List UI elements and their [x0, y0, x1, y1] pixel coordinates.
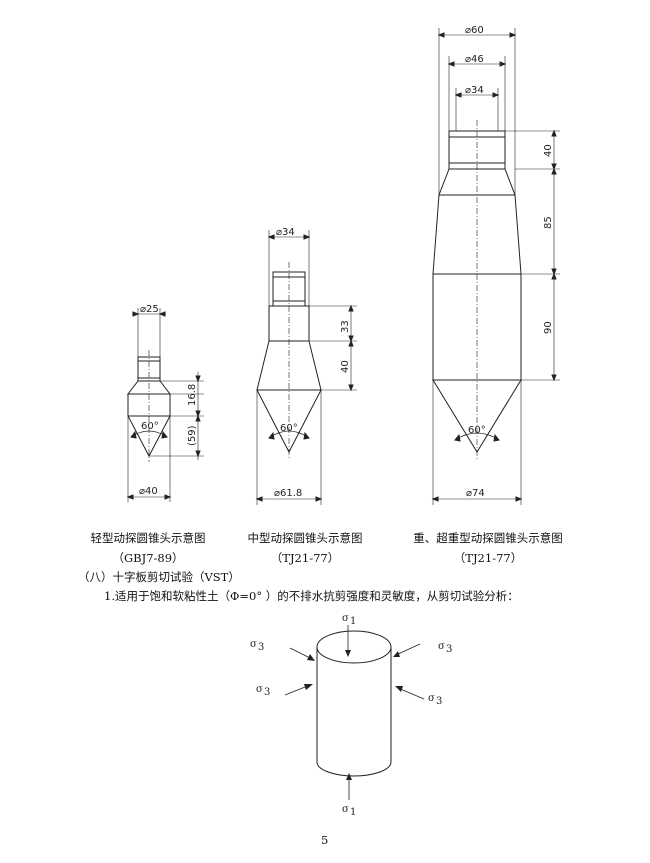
medium-lower-label: 40 [340, 360, 351, 373]
medium-probe-caption: 中型动探圆锥头示意图 [247, 531, 363, 545]
heavy-seg40-label: 40 [543, 144, 554, 157]
heavy-angle-label: 60° [468, 425, 486, 436]
heavy-probe-standard: （TJ21-77） [453, 551, 523, 565]
light-bottom-dia-label: ⌀40 [139, 486, 158, 497]
medium-bottom-dia-label: ⌀61.8 [274, 488, 302, 499]
medium-probe-cone [256, 389, 322, 454]
medium-top-dia-label: ⌀34 [276, 227, 295, 238]
page-number: 5 [321, 833, 329, 847]
sigma1-bottom-symbol: σ [342, 804, 349, 815]
sigma3-upperleft-subscript: 3 [258, 642, 264, 653]
heavy-dia46-label: ⌀46 [465, 54, 484, 65]
sigma1-top-subscript: 1 [350, 616, 356, 627]
medium-upper-label: 33 [340, 320, 351, 333]
light-shoulder-label: 16.8 [187, 384, 198, 406]
heavy-probe-cone [432, 379, 522, 453]
section-heading: （八）十字板剪切试验（VST） [78, 570, 240, 584]
heavy-seg85-label: 85 [543, 216, 554, 229]
light-probe-caption: 轻型动探圆锥头示意图 [90, 531, 206, 545]
sigma3-upperright-subscript: 3 [446, 644, 452, 655]
light-top-dia-label: ⌀25 [140, 304, 159, 315]
heavy-probe-caption: 重、超重型动探圆锥头示意图 [413, 531, 563, 545]
light-cone-label: (59) [187, 425, 198, 446]
sigma3-lowerright-symbol: σ [428, 693, 435, 704]
stress-cylinder-diagram [284, 625, 425, 800]
medium-probe [255, 230, 357, 505]
medium-angle-label: 60° [280, 423, 298, 434]
cylinder-top [316, 630, 392, 664]
heavy-probe [431, 28, 560, 505]
light-angle-label: 60° [141, 421, 159, 432]
sigma1-bottom-subscript: 1 [350, 807, 356, 818]
item-text: 1.适用于饱和软粘性土（Φ=0° ）的不排水抗剪强度和灵敏度，从剪切试验分析： [104, 589, 519, 603]
light-probe-standard: （GBJ7-89） [112, 551, 184, 565]
sigma3-upperleft-symbol: σ [250, 639, 257, 650]
sigma3-upperright-symbol: σ [438, 641, 445, 652]
heavy-dia34-label: ⌀34 [465, 85, 484, 96]
sigma1-top-symbol: σ [342, 613, 349, 624]
sigma3-lowerright-subscript: 3 [436, 696, 442, 707]
heavy-dia60-label: ⌀60 [465, 25, 484, 36]
sigma3-lowerleft-symbol: σ [256, 684, 263, 695]
medium-probe-standard: （TJ21-77） [270, 551, 340, 565]
sigma3-lowerleft-subscript: 3 [264, 687, 270, 698]
light-probe [126, 308, 204, 502]
heavy-bottom-dia-label: ⌀74 [466, 488, 485, 499]
heavy-seg90-label: 90 [543, 321, 554, 334]
